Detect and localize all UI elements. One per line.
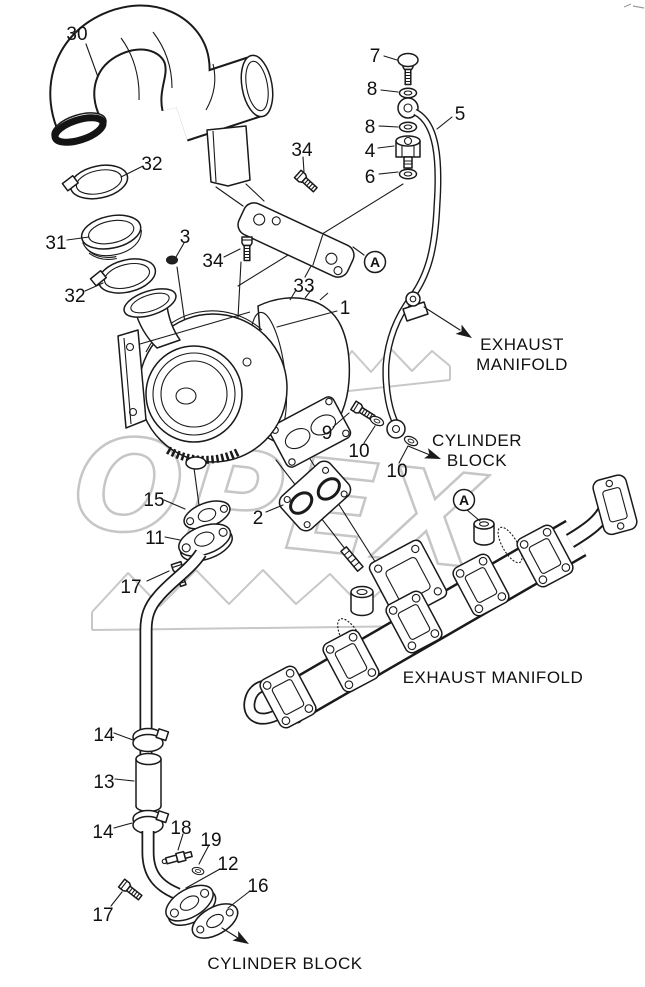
- compressor-inlet-neck: [123, 288, 181, 349]
- label-exhaust-manifold-upper-line2: MANIFOLD: [476, 355, 568, 374]
- elbow-bracket-tab: [206, 125, 251, 187]
- washer-6: [398, 168, 418, 180]
- manifold-bung: [350, 585, 374, 617]
- callout-32-lower: 32: [64, 286, 85, 307]
- connector-hose-13: [135, 752, 162, 813]
- gasket-16: [191, 903, 239, 939]
- arrow-to-cylinder-block-bottom: [232, 931, 252, 949]
- hump-ring-31: [80, 214, 142, 260]
- callout-14-upper: 14: [93, 725, 115, 746]
- oil-drain-tube: [139, 549, 207, 757]
- drain-elbow-12: [141, 831, 217, 926]
- callout-11: 11: [145, 528, 165, 549]
- callout-5: 5: [455, 104, 466, 125]
- label-exhaust-manifold-upper-line1: EXHAUST: [480, 335, 564, 354]
- callout-4: 4: [365, 141, 376, 162]
- banjo-hardware-stack: [395, 52, 421, 180]
- text-annotations: EXHAUST MANIFOLD CYLINDER BLOCK EXHAUST …: [207, 335, 584, 973]
- label-cylinder-block-upper-line2: BLOCK: [447, 451, 507, 470]
- callout-numbers: 30 32 31 32 3 34 33 34 7 8 8 4 6 5 1 9 1…: [45, 24, 465, 926]
- view-marker-a-bottom-label: A: [459, 492, 469, 508]
- callout-16: 16: [247, 876, 268, 897]
- bolt-34-top: [293, 169, 320, 195]
- callout-13: 13: [93, 772, 114, 793]
- view-marker-a-top-label: A: [370, 254, 380, 270]
- drain-gasket-15: [183, 500, 231, 530]
- callout-3: 3: [180, 227, 191, 248]
- vband-clamp-32-lower: [89, 258, 157, 294]
- callout-8-upper: 8: [367, 79, 378, 100]
- callout-9: 9: [322, 423, 333, 444]
- hose-banjo-eye-upper: [397, 97, 419, 119]
- callout-15: 15: [143, 490, 164, 511]
- manifold-bung-2: [473, 518, 495, 546]
- callout-12: 12: [217, 854, 238, 875]
- callout-7: 7: [370, 46, 381, 67]
- plug-3: [166, 255, 178, 265]
- turbocharger-1: [117, 288, 352, 470]
- air-elbow-pipe-30: [49, 4, 274, 187]
- callout-10-right: 10: [386, 461, 407, 482]
- turbo-gasket-2: [278, 460, 352, 532]
- washer-10-left: [368, 413, 386, 429]
- arrow-to-exhaust-manifold: [455, 324, 475, 343]
- manifold-end-flange: [592, 474, 638, 536]
- callout-8-lower: 8: [365, 117, 376, 138]
- callout-34-top: 34: [291, 140, 313, 161]
- callout-17-lower: 17: [92, 905, 113, 926]
- callout-6: 6: [365, 167, 376, 188]
- reference-arrows: [221, 306, 475, 949]
- label-cylinder-block-upper-line1: CYLINDER: [432, 431, 522, 450]
- support-bracket-33: [237, 202, 355, 278]
- fitting-18: [161, 850, 193, 865]
- corner-mark: [623, 3, 645, 9]
- hose-clamp-14-upper: [132, 727, 170, 753]
- oil-supply-hose-5: [382, 108, 442, 439]
- callout-18: 18: [170, 818, 191, 839]
- washer-8-lower: [398, 121, 418, 133]
- callout-2: 2: [253, 508, 264, 529]
- callout-30: 30: [66, 24, 87, 45]
- callout-32-upper: 32: [141, 154, 162, 175]
- label-cylinder-block-lower: CYLINDER BLOCK: [207, 954, 362, 973]
- washer-19: [190, 865, 206, 877]
- callout-1: 1: [340, 298, 351, 319]
- callout-14-lower: 14: [92, 822, 114, 843]
- callout-10-left: 10: [348, 441, 369, 462]
- bolt-17-lower: [117, 878, 144, 903]
- label-exhaust-manifold-lower: EXHAUST MANIFOLD: [403, 668, 584, 687]
- hose-banjo-eye-lower: [386, 419, 406, 439]
- bolt-34-left: [241, 236, 253, 262]
- callout-34-left: 34: [202, 251, 224, 272]
- view-marker-a-top: A: [363, 250, 387, 274]
- exhaust-manifold: [243, 474, 638, 731]
- manifold-stud: [340, 546, 364, 572]
- washer-8-upper: [398, 87, 418, 99]
- callout-31: 31: [45, 233, 66, 254]
- callout-33: 33: [293, 276, 314, 297]
- leader-lines: [66, 43, 481, 909]
- callout-17-upper: 17: [120, 577, 141, 598]
- actuator-bracket: [117, 311, 251, 429]
- view-marker-a-bottom: A: [452, 488, 476, 512]
- hose-clamp-14-lower: [132, 809, 170, 835]
- fitting-nut-4: [395, 135, 421, 169]
- callout-19: 19: [200, 830, 221, 851]
- vband-clamp-32-upper: [61, 164, 129, 200]
